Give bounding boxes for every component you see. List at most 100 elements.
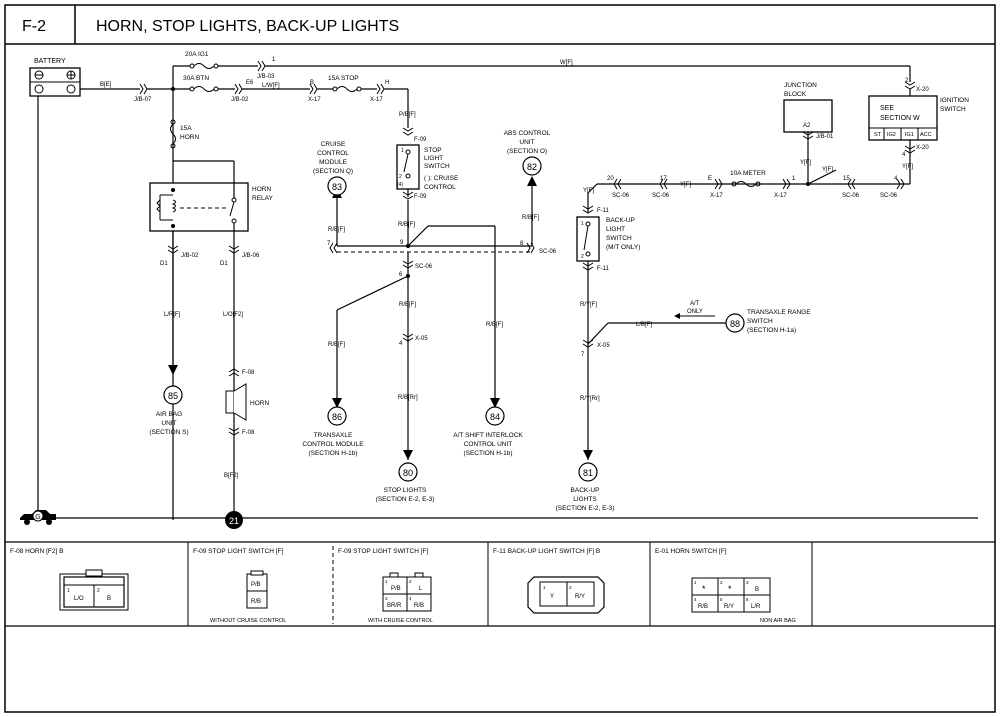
pin-num: 3 <box>746 580 749 585</box>
junction-block-box <box>783 99 833 133</box>
at-only-label: ONLY <box>687 309 703 315</box>
connector-label: J/B-02 <box>231 97 249 103</box>
pin-num: 1 <box>385 579 388 584</box>
pin-label: 2 <box>399 174 402 180</box>
pin-num: 3 <box>385 596 388 601</box>
ref-label: (SECTION S) <box>149 429 188 436</box>
connector-f08-horn: 1 L/O 2 B <box>59 569 129 611</box>
connector-label: X-17 <box>774 193 787 199</box>
ref-label: STOP LIGHTS <box>384 487 427 494</box>
connector-label: X-05 <box>597 343 610 349</box>
pin-num: 2 <box>569 585 572 590</box>
pin-label: (4) <box>397 182 403 188</box>
connector-note: WITHOUT CRUISE CONTROL <box>210 618 286 624</box>
wire-label: P/B[F] <box>399 112 416 118</box>
wire-label: Y[F] <box>902 164 913 170</box>
ref-num: 84 <box>490 412 500 422</box>
ref-82: 82 <box>522 156 542 176</box>
ref-label: (SECTION E-2, E-3) <box>556 505 615 512</box>
connector-label: SC-06 <box>539 249 557 255</box>
connector-label: X-20 <box>916 145 929 151</box>
pin-wire: L/O <box>74 596 84 602</box>
ref-label: CONTROL UNIT <box>464 441 513 448</box>
connector-title: E-01 HORN SWITCH [F] <box>655 548 727 555</box>
ref-label: UNIT <box>161 420 176 427</box>
wire-label: R/B[F] <box>328 342 345 348</box>
ref-label: UNIT <box>519 139 534 146</box>
connector-label: F-08 <box>242 370 255 376</box>
ref-num: 82 <box>527 162 537 172</box>
fuse-label: 20A IG1 <box>185 51 209 58</box>
connector-label: X-20 <box>916 87 929 93</box>
ref-num: 83 <box>332 182 342 192</box>
ign-term: ST <box>874 132 882 138</box>
ref-label: (SECTION H-1b) <box>308 450 357 457</box>
ignition-switch-box <box>868 95 938 141</box>
ref-num: 88 <box>730 319 740 329</box>
pin-label: 8 <box>520 241 524 247</box>
wire-label: R/B[F] <box>486 322 503 328</box>
page-title: HORN, STOP LIGHTS, BACK-UP LIGHTS <box>96 18 399 35</box>
ign-term: IG2 <box>887 132 896 138</box>
pin-num: 5 <box>720 597 723 602</box>
wire-label: Y[F] <box>583 188 594 194</box>
ref-num: 85 <box>168 391 178 401</box>
pin-label: 9 <box>400 240 404 246</box>
relay-label: HORN <box>252 186 271 193</box>
fuse-label: 10A METER <box>730 170 766 177</box>
fuse-label: 30A BTN <box>183 75 209 82</box>
pin-label: 15 <box>843 176 850 182</box>
fuse-label: 15A <box>180 125 192 132</box>
trans-range-label: (SECTION H-1a) <box>747 327 796 334</box>
wire-label: L/R[F] <box>164 312 181 318</box>
switch-label: ( ): CRUISE <box>424 175 459 182</box>
wire-label: L/B[F] <box>636 322 652 328</box>
pin-num: 1 <box>67 588 70 594</box>
pin-num: 1 <box>694 580 697 585</box>
pin-label: 6 <box>399 272 403 278</box>
wire-label: L/W[F] <box>262 83 280 89</box>
connector-label: F-09 <box>414 137 427 143</box>
pin-label: B <box>310 80 314 86</box>
see-section: SEE <box>880 105 894 112</box>
wire-label: B[F2] <box>224 473 239 479</box>
fuse-20a-icon <box>189 63 219 69</box>
stop-light-switch-icon <box>396 144 420 190</box>
ref-83: 83 <box>327 176 347 196</box>
pin-wire: B <box>107 596 111 602</box>
connector-label: X-05 <box>415 336 428 342</box>
pin-wire: * <box>728 584 732 594</box>
wire-label: R/Y[F] <box>580 302 597 308</box>
connector-title: F-09 STOP LIGHT SWITCH [F] <box>193 548 283 555</box>
pin-wire: R/Y <box>724 604 734 610</box>
ign-label: SWITCH <box>940 106 966 113</box>
junction-label: BLOCK <box>784 91 807 98</box>
pin-num: 1 <box>543 585 546 590</box>
ref-label: (SECTION Q) <box>313 168 353 175</box>
connector-label: X-17 <box>370 97 383 103</box>
fuse-30a-icon <box>189 86 219 92</box>
fuse-label: 15A STOP <box>328 75 359 82</box>
ref-label: CONTROL MODULE <box>302 441 364 448</box>
fuse-15a-horn-icon <box>170 119 176 149</box>
ref-88: 88 <box>725 313 745 333</box>
pin-label: D1 <box>220 261 228 267</box>
ref-label: CONTROL <box>317 150 349 157</box>
switch-label: LIGHT <box>606 226 625 233</box>
pin-label: 7 <box>327 241 331 247</box>
fuse-10a-meter-icon <box>731 181 761 187</box>
ref-num: 80 <box>403 468 413 478</box>
pin-num: 2 <box>720 580 723 585</box>
page-code: F-2 <box>22 18 46 35</box>
switch-label: LIGHT <box>424 155 443 162</box>
ref-label: MODULE <box>319 159 347 166</box>
switch-label: CONTROL <box>424 184 456 191</box>
switch-label: SWITCH <box>606 235 632 242</box>
wire-label: Y[F] <box>822 167 833 173</box>
see-section: SECTION W <box>880 115 920 122</box>
ref-label: AIR BAG <box>156 411 182 418</box>
connector-title: F-09 STOP LIGHT SWITCH [F] <box>338 548 428 555</box>
switch-label: STOP <box>424 147 442 154</box>
